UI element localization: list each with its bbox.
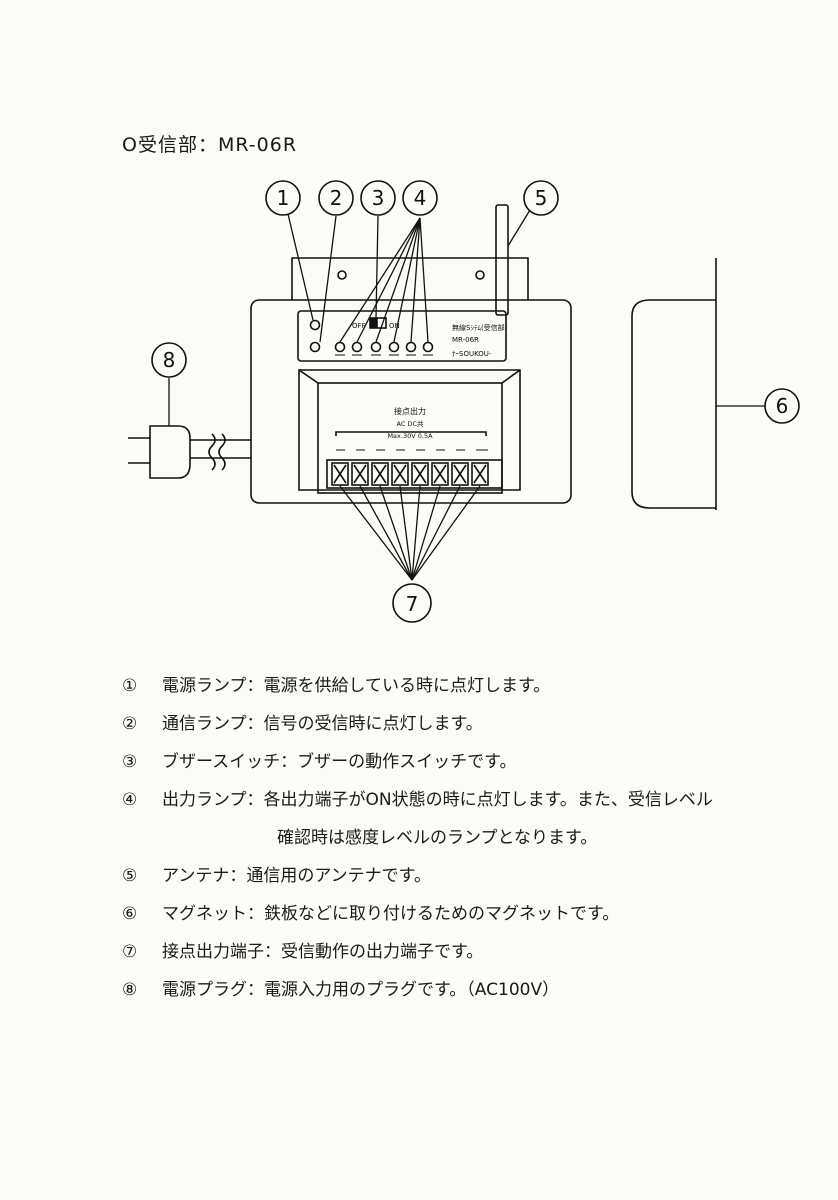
legend-item: ⑤ アンテナ：通信用のアンテナです。 [122,866,812,886]
legend-term: 電源ランプ： [162,676,264,696]
legend-number: ③ [122,752,138,772]
legend-item: ⑧ 電源プラグ：電源入力用のプラグです。（AC100V） [122,980,812,1000]
legend-description: 鉄板などに取り付けるためのマグネットです。 [264,904,620,924]
callout-6-label: 6 [776,394,789,418]
mounting-bracket-drawing [291,257,529,300]
callout-1-label: 1 [277,186,290,210]
legend-item: ⑦ 接点出力端子：受信動作の出力端子です。 [122,942,812,962]
legend-term: アンテナ： [162,866,247,886]
callout-5-circle [523,180,559,216]
device-name-label: 無線Sｼﾃﾑ(受信部) [452,323,508,332]
legend-number: ⑧ [122,980,138,1000]
callout-2-circle [318,180,354,216]
legend-term: ブザースイッチ： [162,752,298,772]
output-lamp-5-drawing [405,341,417,353]
legend-description: 電源入力用のプラグです。（AC100V） [264,980,560,1000]
device-brand-label: ﾅｰSOUKOU- [452,350,492,358]
legend-description: 通信用のアンテナです。 [246,866,431,886]
legend-number: ④ [122,790,138,810]
callout-3-label: 3 [372,186,385,210]
legend-number: ⑦ [122,942,138,962]
legend-description: ブザーの動作スイッチです。 [297,752,517,772]
legend-term: 通信ランプ： [162,714,264,734]
buzzer-switch-drawing [369,317,387,329]
power-cord-drawing [128,425,251,479]
legend-item: ③ ブザースイッチ：ブザーの動作スイッチです。 [122,752,812,772]
legend-term: 出力ランプ： [162,790,264,810]
callout-8-label: 8 [163,348,176,372]
legend-number: ⑤ [122,866,138,886]
output-lamp-3-drawing [370,341,382,353]
callout-2-label: 2 [330,186,343,210]
switch-off-label: OFF [352,322,366,330]
output-lamp-6-drawing [422,341,434,353]
legend-description-continued: 確認時は感度レベルのランプとなります。 [277,828,598,848]
callout-6-circle [764,388,800,424]
legend-number: ⑥ [122,904,138,924]
callout-5-label: 5 [535,186,548,210]
signal-lamp-drawing [309,341,321,353]
legend-term: マグネット： [162,904,264,924]
output-lamp-1-drawing [334,341,346,353]
lamp-row [309,319,434,353]
rating-line1-label: AC DC共 [397,419,424,428]
legend-item: ④ 出力ランプ：各出力端子がON状態の時に点灯します。また、受信レベル 確認時は… [122,790,812,848]
terminal-block-drawing [326,431,503,489]
legend-item: ⑥ マグネット：鉄板などに取り付けるためのマグネットです。 [122,904,812,924]
legend-description: 各出力端子がON状態の時に点灯します。また、受信レベル [263,790,713,810]
legend-term: 接点出力端子： [162,942,281,962]
callout-1-circle [265,180,301,216]
callout-7-circle [392,583,432,623]
magnet-side-view-drawing [631,258,717,510]
legend-description: 信号の受信時に点灯します。 [263,714,483,734]
legend-number: ① [122,676,138,696]
legend-list: ① 電源ランプ：電源を供給している時に点灯します。 ② 通信ランプ：信号の受信時… [122,676,812,1018]
legend-item: ① 電源ランプ：電源を供給している時に点灯します。 [122,676,812,696]
callout-7-label: 7 [406,592,419,616]
legend-description: 受信動作の出力端子です。 [281,942,484,962]
receiver-housing-drawing [250,299,572,504]
callout-4-label: 4 [414,186,427,210]
output-lamp-2-drawing [351,341,363,353]
output-lamp-4-drawing [388,341,400,353]
legend-number: ② [122,714,138,734]
callout-4-circle [402,180,438,216]
rating-line2-label: Max.30V 0.5A [387,432,433,440]
antenna-drawing [495,204,509,316]
legend-description: 電源を供給している時に点灯します。 [263,676,551,696]
callout-8-circle [151,342,187,378]
legend-term: 電源プラグ： [162,980,264,1000]
legend-item: ② 通信ランプ：信号の受信時に点灯します。 [122,714,812,734]
terminal-title-label: 接点出力 [394,406,426,416]
callout-3-circle [360,180,396,216]
power-lamp-drawing [309,319,321,331]
page-title: O受信部：MR-06R [122,134,298,156]
device-model-label: MR-06R [452,336,479,344]
switch-on-label: ON [389,322,400,330]
